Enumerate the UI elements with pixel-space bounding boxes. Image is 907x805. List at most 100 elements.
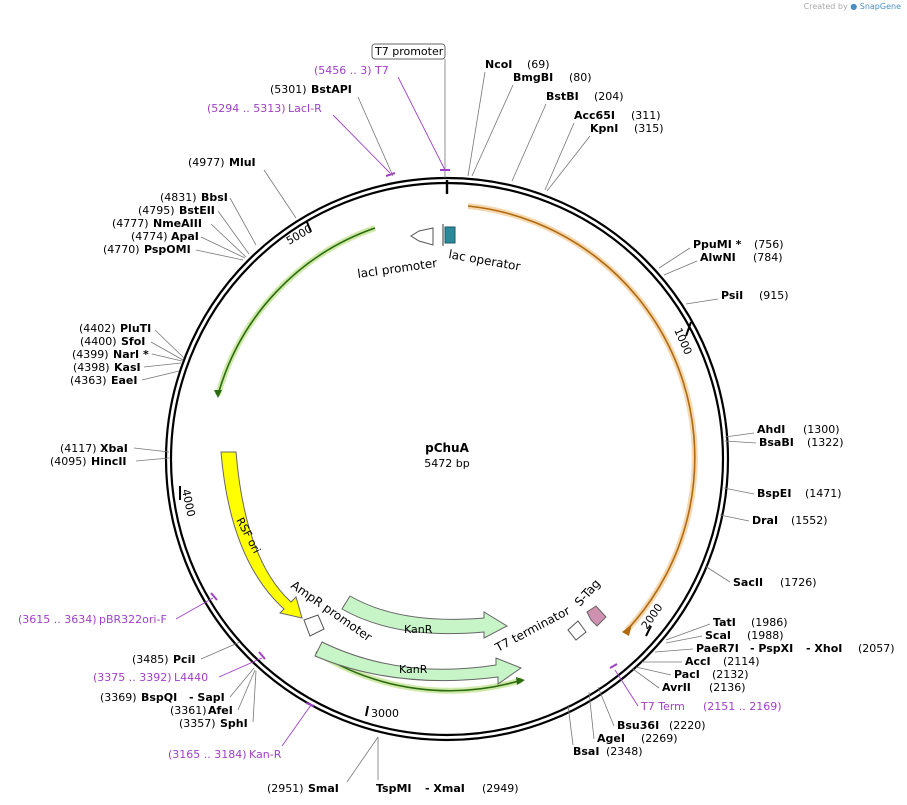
site-pluti-pos: (4402) [79, 322, 116, 335]
primers: (5456 .. 3) T7 (5294 .. 5313) LacI-R (36… [18, 64, 782, 761]
site-tati-leader [665, 623, 711, 641]
site-agei-leader [588, 691, 595, 740]
tick-label-2000: 2000 [639, 601, 666, 631]
site-acc65i-pos: (311) [631, 109, 661, 122]
snapgene-credit: Created by ● SnapGene [804, 2, 901, 11]
site-bsabi: BsaBI [759, 436, 794, 449]
site-tspmi: TspMI [376, 782, 412, 795]
t7-promoter-box [371, 43, 446, 60]
site-agei: AgeI [597, 732, 625, 745]
site-sacii: SacII [733, 576, 763, 589]
site-pcii-leader [200, 641, 241, 660]
site-paci: PacI [674, 668, 700, 681]
site-bsu36i-leader [597, 686, 615, 727]
site-apai-leader [200, 236, 246, 259]
site-acci: AccI [685, 655, 711, 668]
site-bsai-pos: (2348) [606, 745, 643, 758]
primer-pbr322-range: (3615 .. 3634) [18, 613, 97, 626]
site-bspqi-leader [229, 667, 255, 698]
site-drai-leader [719, 514, 750, 522]
site-drai: DraI [752, 514, 778, 527]
site-pspomi-leader [195, 249, 244, 261]
backbone-inner [164, 176, 730, 742]
site-kpni-leader [546, 135, 591, 192]
snapgene-brand: SnapGene [859, 2, 901, 11]
site-ahdi-leader [724, 432, 755, 438]
site-bspei: BspEI [757, 487, 791, 500]
site-nari: NarI * [113, 348, 149, 361]
site-bsu36i: Bsu36I [617, 719, 659, 732]
site-bstapi-pos: (5301) [270, 83, 307, 96]
t7-promoter-label: T7 promoter [374, 45, 444, 58]
site-sfoi: SfoI [121, 335, 145, 348]
tick-3000 [365, 705, 369, 717]
site-pspomi: PspOMI [144, 243, 191, 256]
site-xbai-pos: (4117) [60, 442, 97, 455]
plasmid-length: 5472 bp [424, 457, 469, 470]
site-pluti: PluTI [120, 322, 151, 335]
site-bsteii: BstEII [179, 204, 215, 217]
site-bsteii-pos: (4795) [138, 204, 175, 217]
site-ppumi-leader [658, 247, 691, 269]
site-bbsi: BbsI [201, 191, 228, 204]
site-pspomi-pos: (4770) [103, 243, 140, 256]
site-alwni-leader [663, 260, 698, 276]
tick-label-3000: 3000 [371, 707, 399, 720]
site-sfoi-pos: (4400) [80, 335, 117, 348]
sites-left: (3357) SphI (3361) AfeI (3369) BspQI - S… [50, 83, 394, 730]
primer-l4440-mark [258, 651, 266, 660]
site-avrii-leader [632, 668, 660, 689]
primer-laci-r-leader [332, 114, 391, 174]
site-nari-pos: (4399) [72, 348, 109, 361]
orf-green-arrowhead [214, 390, 222, 398]
primer-kan-r-name: Kan-R [249, 748, 282, 761]
t7-terminator-arrow [567, 620, 587, 641]
lac-operator-label: lac operator [447, 247, 521, 273]
site-smai-pos: (2951) [267, 782, 304, 795]
ampr-promoter-arrow [303, 614, 325, 637]
site-scai: ScaI [705, 629, 731, 642]
site-afei-leader [237, 669, 256, 711]
site-ppumi-pos: (756) [754, 238, 784, 251]
site-bspqi: BspQI [141, 691, 177, 704]
site-ahdi: AhdI [757, 423, 785, 436]
site-acc65i: Acc65I [574, 109, 615, 122]
kanr-label-1: KanR [404, 623, 433, 636]
tick-2000 [645, 625, 652, 637]
site-paci-pos: (2132) [712, 668, 749, 681]
site-ncoi-leader [467, 71, 486, 177]
site-bsai: BsaI [573, 745, 599, 758]
site-afei: AfeI [208, 704, 233, 717]
site-nari-leader [151, 353, 183, 362]
site-paer7i-leader [654, 648, 694, 653]
site-scai-pos: (1988) [747, 629, 784, 642]
site-paer7i-pos: (2057) [858, 642, 895, 655]
site-pspxi: - PspXI [750, 642, 793, 655]
sites-bottom: (2951) SmaI TspMI - XmaI (2949) [267, 736, 519, 795]
site-smai: SmaI [308, 782, 339, 795]
primer-t7-term-name: T7 Term [640, 700, 685, 713]
site-bspqi-pos: (3369) [100, 691, 137, 704]
laci-promoter-label: lacI promoter [356, 256, 438, 281]
site-bmgbi: BmgBI [513, 71, 553, 84]
site-drai-pos: (1552) [791, 514, 828, 527]
site-nmeaiii-pos: (4777) [112, 217, 149, 230]
site-psii: PsiI [721, 289, 743, 302]
site-bstbi: BstBI [546, 90, 579, 103]
primer-t7-range: (5456 .. 3) [314, 64, 372, 77]
site-ncoi-pos: (69) [527, 58, 550, 71]
site-bstbi-leader [511, 103, 547, 182]
primer-t7-name: T7 [374, 64, 389, 77]
tick-1000 [685, 321, 692, 337]
site-ncoi: NcoI [485, 58, 512, 71]
site-apai: ApaI [171, 230, 199, 243]
site-nmeaiii-leader [210, 223, 247, 258]
site-sphi: SphI [220, 717, 248, 730]
site-xbai: XbaI [100, 442, 128, 455]
orf-orange [467, 205, 696, 631]
tick-label-4000: 4000 [179, 488, 198, 518]
kanr-arrow-1 [341, 595, 509, 639]
created-by-text: Created by [803, 2, 848, 11]
site-sapi: - SapI [189, 691, 225, 704]
site-eaei-pos: (4363) [70, 374, 107, 387]
